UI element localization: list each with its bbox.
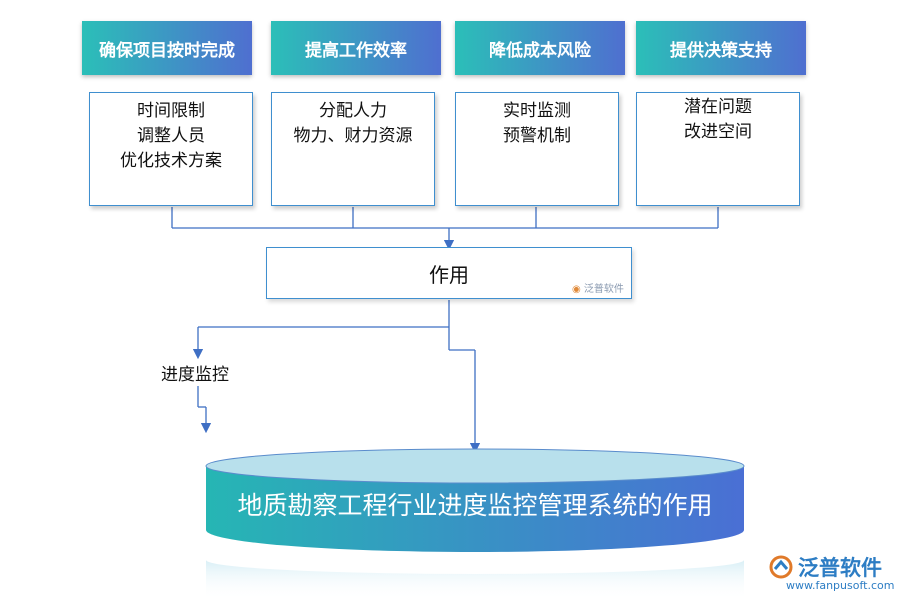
center-label: 作用 (429, 262, 469, 287)
header-schedule: 确保项目按时完成 (82, 21, 252, 75)
header-cost-risk: 降低成本风险 (455, 21, 625, 75)
box-schedule: 时间限制 调整人员 优化技术方案 (89, 92, 253, 206)
watermark-small: ◉ 泛普软件 (572, 280, 624, 295)
header-efficiency: 提高工作效率 (271, 21, 441, 75)
box-efficiency: 分配人力 物力、财力资源 (271, 92, 435, 206)
watermark-big: 泛普软件 (768, 552, 882, 582)
cylinder-title: 地质勘察工程行业进度监控管理系统的作用 (237, 491, 713, 520)
box-item: 改进空间 (684, 122, 752, 142)
connector-lines (171, 207, 719, 454)
box-item: 调整人员 (137, 126, 205, 146)
box-decision: 潜在问题 改进空间 (636, 92, 800, 206)
box-cost-risk: 实时监测 预警机制 (455, 92, 619, 206)
box-item: 实时监测 (503, 101, 571, 121)
box-item: 优化技术方案 (120, 151, 222, 171)
header-decision: 提供决策支持 (636, 21, 806, 75)
logo-icon (769, 555, 793, 579)
side-label: 进度监控 (161, 365, 229, 385)
watermark-url: www.fanpusoft.com (786, 579, 895, 592)
box-item: 潜在问题 (684, 97, 752, 117)
box-item: 时间限制 (137, 101, 205, 121)
center-node: 作用 (266, 247, 632, 299)
box-item: 预警机制 (503, 126, 571, 146)
box-item: 分配人力 (319, 101, 387, 121)
cylinder (205, 448, 745, 600)
logo-icon: ◉ (572, 284, 581, 295)
box-item: 物力、财力资源 (293, 126, 413, 146)
watermark-small-text: 泛普软件 (583, 284, 624, 295)
watermark-big-text: 泛普软件 (798, 556, 882, 580)
